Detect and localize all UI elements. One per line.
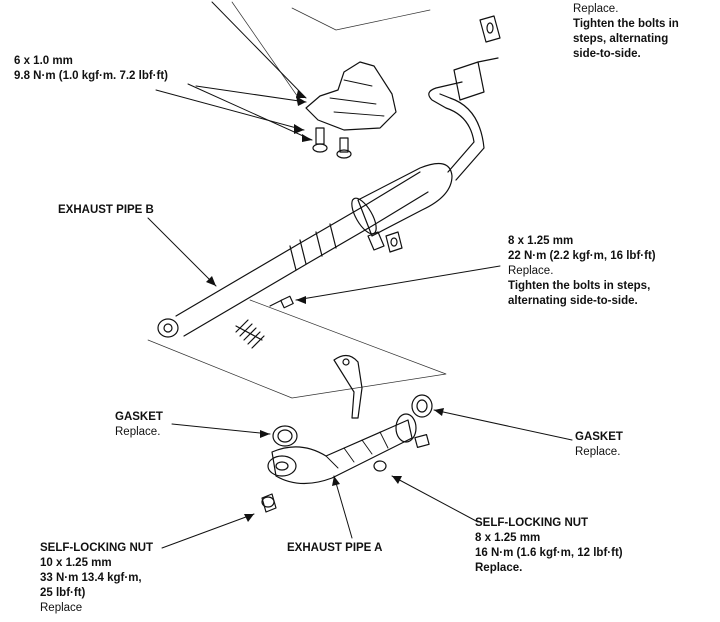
nut-right-size: 8 x 1.25 mm xyxy=(475,532,541,544)
top-right-note-line1: Replace. xyxy=(573,3,619,15)
arrow-heads xyxy=(206,90,444,522)
gasket-right-note: Replace. xyxy=(575,446,621,458)
flange-bolt-spec: 8 x 1.25 mm 22 N·m (2.2 kgf·m, 16 lbf·ft… xyxy=(508,234,656,309)
flange-bolt-note1: Tighten the bolts in steps, xyxy=(508,280,651,292)
heat-shield-bolt-size: 6 x 1.0 mm xyxy=(14,55,73,67)
gasket-left-title: GASKET xyxy=(115,411,163,423)
nut-left-torque: 33 N·m 13.4 kgf·m, xyxy=(40,572,142,584)
nut-left-title: SELF-LOCKING NUT xyxy=(40,542,154,554)
heat-shield-bolts xyxy=(312,127,352,159)
flange-bolt-torque: 22 N·m (2.2 kgf·m, 16 lbf·ft) xyxy=(508,250,656,262)
flange-bolt-replace: Replace. xyxy=(508,265,554,277)
nut-right-replace: Replace. xyxy=(475,562,523,574)
top-right-note: Replace. Tighten the bolts in steps, alt… xyxy=(573,2,679,62)
nut-right-title: SELF-LOCKING NUT xyxy=(475,517,589,529)
top-right-note-line4: side-to-side. xyxy=(573,48,641,60)
flange-bolt-note2: alternating side-to-side. xyxy=(508,295,638,307)
nut-left-torque2: 25 lbf·ft) xyxy=(40,587,86,599)
gasket-left-note: Replace. xyxy=(115,426,161,438)
gasket-right-title: GASKET xyxy=(575,431,623,443)
self-locking-nut-left-spec: SELF-LOCKING NUT 10 x 1.25 mm 33 N·m 13.… xyxy=(40,541,153,616)
flange-spring-bolt xyxy=(235,295,294,349)
self-locking-nut-right-spec: SELF-LOCKING NUT 8 x 1.25 mm 16 N·m (1.6… xyxy=(475,516,623,576)
heat-shield-bolt-spec: 6 x 1.0 mm 9.8 N·m (1.0 kgf·m. 7.2 lbf·f… xyxy=(14,54,168,84)
guide-lines xyxy=(147,1,447,399)
exhaust-pipe-a-label: EXHAUST PIPE A xyxy=(287,542,383,554)
nut-left-size: 10 x 1.25 mm xyxy=(40,557,112,569)
rubber-mount xyxy=(367,231,403,253)
self-locking-nuts xyxy=(261,434,430,513)
top-right-note-line3: steps, alternating xyxy=(573,33,669,45)
gasket-left-label: GASKET Replace. xyxy=(115,410,163,440)
heat-shield xyxy=(305,61,397,131)
nut-right-torque: 16 N·m (1.6 kgf·m, 12 lbf·ft) xyxy=(475,547,623,559)
exhaust-pipe-b xyxy=(157,81,485,338)
nut-left-replace: Replace xyxy=(40,602,83,614)
exhaust-pipe-b-label: EXHAUST PIPE B xyxy=(58,204,154,216)
gasket-right-label: GASKET Replace. xyxy=(575,430,623,460)
leader-arrows xyxy=(147,1,573,549)
heat-shield-bolt-torque: 9.8 N·m (1.0 kgf·m. 7.2 lbf·ft) xyxy=(14,70,168,82)
top-right-note-line2: Tighten the bolts in xyxy=(573,18,679,30)
tail-hanger xyxy=(453,15,501,101)
exhaust-pipe-a xyxy=(267,354,417,485)
gasket-parts xyxy=(272,394,433,447)
flange-bolt-size: 8 x 1.25 mm xyxy=(508,235,574,247)
